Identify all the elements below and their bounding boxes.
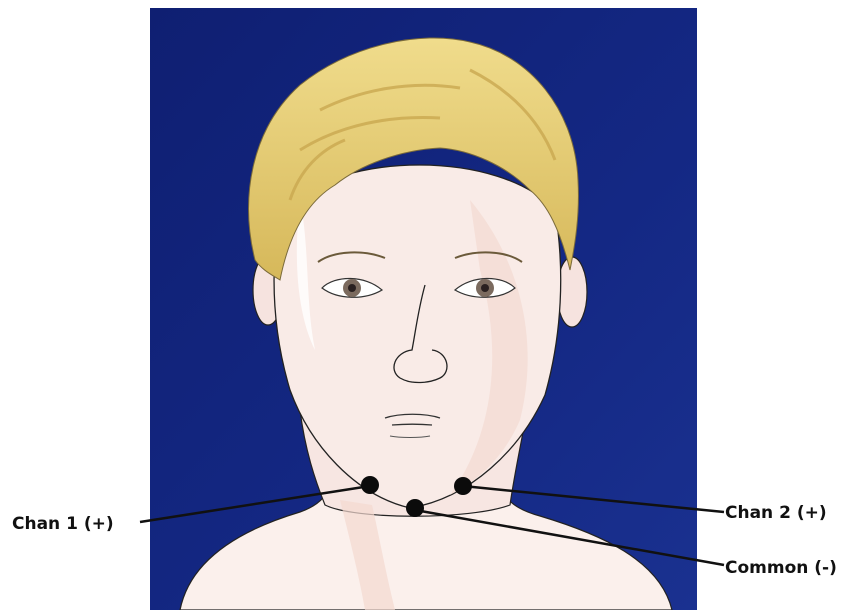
- chan1-label: Chan 1 (+): [12, 514, 114, 534]
- electrode-chan2: [454, 477, 472, 495]
- right-ear: [557, 257, 587, 327]
- left-pupil: [348, 284, 356, 292]
- common-label: Common (-): [725, 558, 837, 578]
- right-pupil: [481, 284, 489, 292]
- chan2-label: Chan 2 (+): [725, 503, 827, 523]
- electrode-common: [406, 499, 424, 517]
- electrode-chan1: [361, 476, 379, 494]
